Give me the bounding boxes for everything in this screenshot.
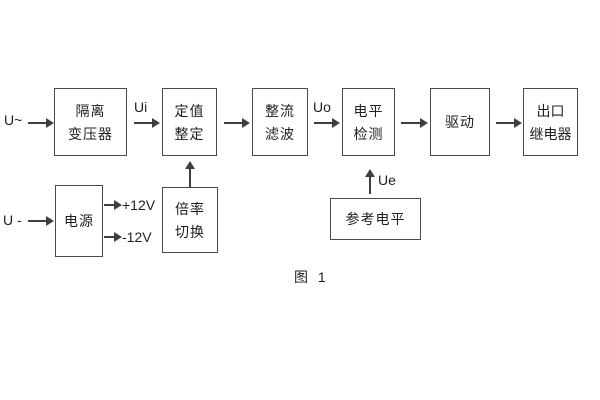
- ac-input-label: U~: [4, 112, 23, 128]
- block-label: 电源: [64, 213, 94, 229]
- arrow-isolation-to-setting: [134, 118, 160, 128]
- block-label: 整定: [174, 125, 205, 142]
- arrow-setting-to-rectifier: [224, 118, 250, 128]
- block-output-relay: 出口 继电器: [523, 88, 578, 156]
- minus-12v-label: -12V: [122, 229, 152, 245]
- arrow-driver-to-relay: [496, 118, 522, 128]
- block-label: 定值: [174, 102, 205, 119]
- plus-12v-label: +12V: [122, 197, 156, 213]
- block-isolation-transformer: 隔离 变压器: [54, 88, 127, 156]
- block-reference-level: 参考电平: [330, 198, 421, 240]
- block-label: 倍率: [175, 200, 205, 217]
- block-label: 变压器: [68, 125, 113, 142]
- block-label: 检测: [353, 125, 384, 142]
- block-label: 参考电平: [345, 211, 406, 227]
- block-ratio-switch: 倍率 切换: [162, 187, 218, 253]
- signal-ue-label: Ue: [378, 172, 396, 188]
- arrow-level-to-driver: [401, 118, 428, 128]
- signal-uo-label: Uo: [313, 99, 331, 115]
- block-label: 隔离: [75, 102, 106, 119]
- block-label: 出口: [536, 102, 565, 119]
- block-driver: 驱动: [430, 88, 490, 156]
- arrow-rectifier-to-level: [314, 118, 340, 128]
- block-setting-adjust: 定值 整定: [162, 88, 217, 156]
- block-power-supply: 电源: [55, 185, 103, 257]
- block-label: 整流: [265, 102, 295, 119]
- block-label: 继电器: [529, 125, 572, 142]
- arrow-power-plus12: [104, 200, 122, 210]
- block-level-detect: 电平 检测: [342, 88, 395, 156]
- arrow-ratio-to-setting: [185, 161, 195, 187]
- block-label: 电平: [353, 102, 384, 119]
- signal-ui-label: Ui: [134, 99, 148, 115]
- block-rectifier-filter: 整流 滤波: [252, 88, 308, 156]
- block-label: 驱动: [445, 114, 475, 130]
- dc-input-label: U -: [3, 212, 22, 228]
- arrow-power-minus12: [104, 232, 122, 242]
- block-label: 切换: [175, 223, 205, 240]
- arrow-udc-to-power: [28, 216, 54, 226]
- block-label: 滤波: [265, 125, 295, 142]
- arrow-uac-to-isolation: [28, 118, 54, 128]
- arrow-ue-to-level: [365, 169, 375, 194]
- figure-caption: 图 1: [294, 269, 329, 285]
